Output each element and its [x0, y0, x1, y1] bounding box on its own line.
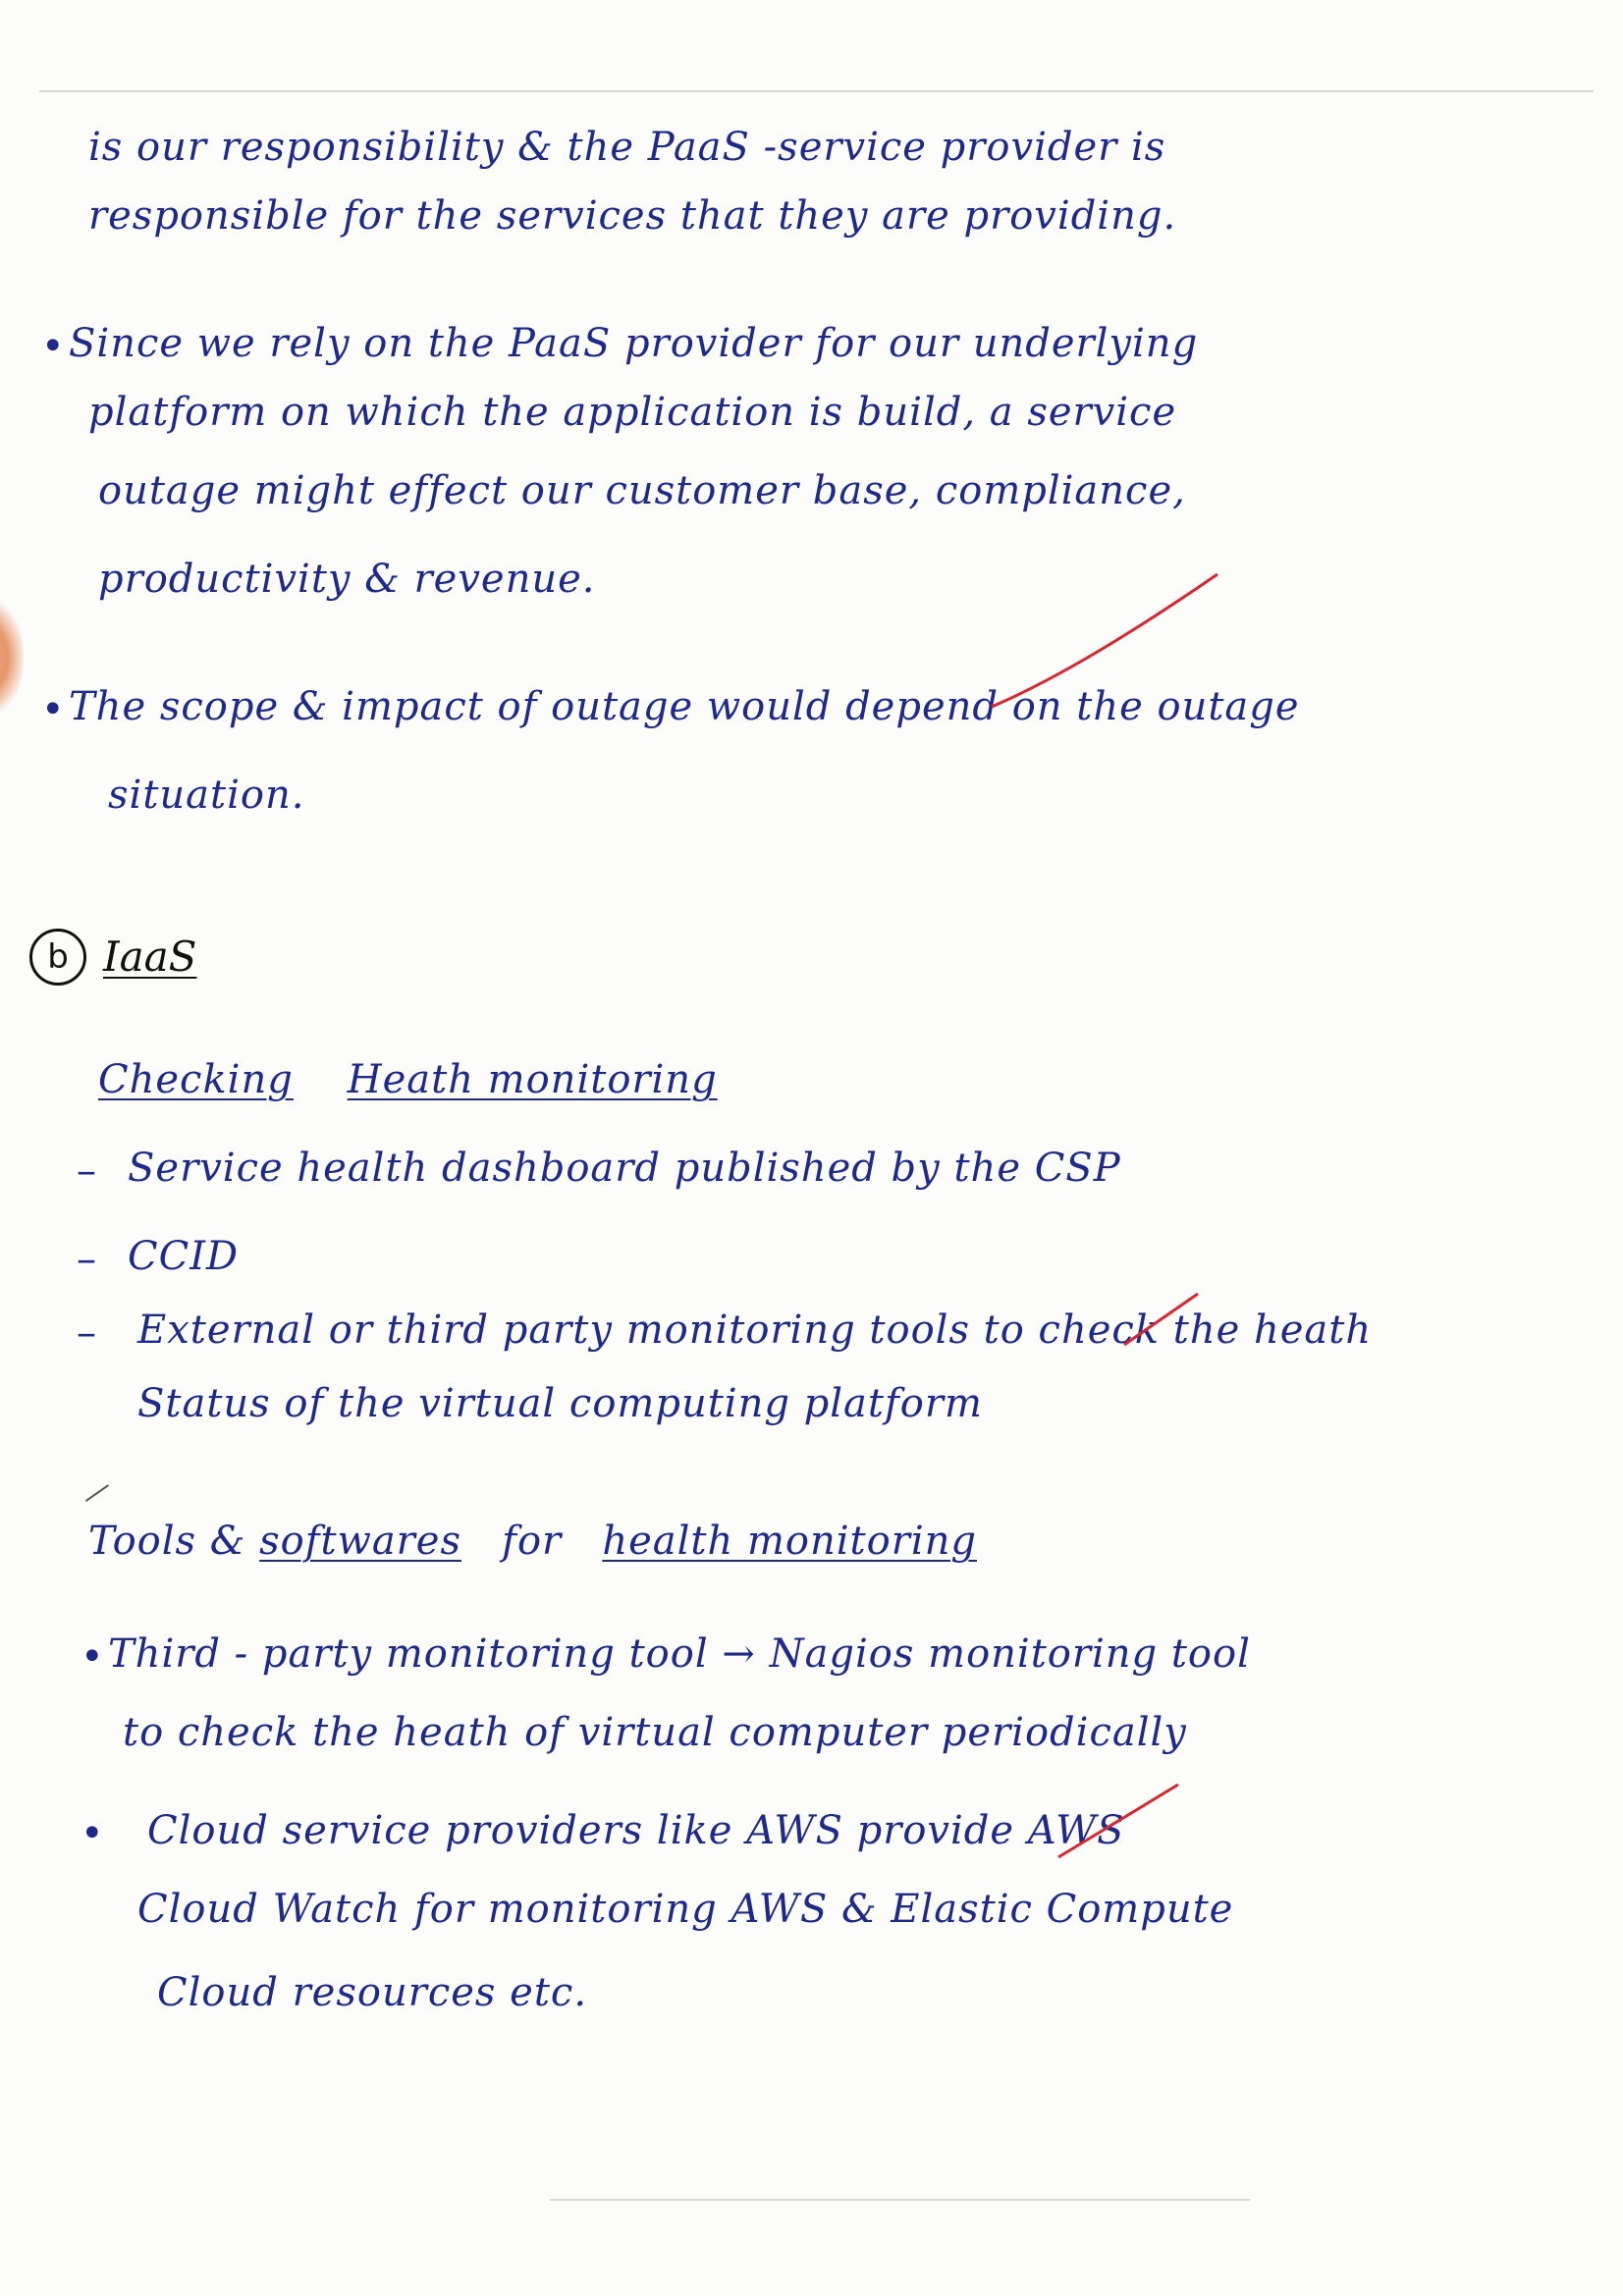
bullet1-line2: platform on which the application is bui… — [88, 390, 1177, 435]
page-top-edge — [39, 90, 1594, 92]
bullet-dot: • — [41, 687, 65, 732]
dash-item-1: Service health dashboard published by th… — [128, 1146, 1121, 1191]
margin-tick — [84, 1484, 110, 1502]
dash-item-2: CCID — [128, 1234, 240, 1279]
para1-line1: is our responsibility & the PaaS -servic… — [88, 125, 1166, 170]
tool-bullet-2-line3: Cloud resources etc. — [157, 1970, 588, 2015]
bullet1-line3: outage might effect our customer base, c… — [98, 468, 1186, 513]
subheading: Checking Heath monitoring — [98, 1060, 718, 1099]
tool-bullet-2-line2: Cloud Watch for monitoring AWS & Elastic… — [137, 1887, 1234, 1932]
subheading-health: Heath monitoring — [347, 1057, 718, 1102]
dash-glyph: – — [77, 1310, 96, 1356]
bullet-dot: • — [41, 324, 65, 369]
tool-bullet-2-line1: Cloud service providers like AWS provide… — [147, 1808, 1125, 1853]
dash-glyph: – — [77, 1237, 96, 1282]
tools-heading: Tools & softwares for health monitoring — [88, 1522, 977, 1561]
dash-glyph: – — [77, 1148, 96, 1194]
dash-item-4: Status of the virtual computing platform — [137, 1381, 983, 1426]
dash-item-3: External or third party monitoring tools… — [137, 1308, 1373, 1353]
page-bottom-edge — [550, 2199, 1250, 2201]
section-marker: b — [29, 929, 86, 986]
bullet-dot: • — [81, 1811, 104, 1856]
para1-line2: responsible for the services that they a… — [88, 193, 1177, 239]
bullet-dot: • — [81, 1634, 104, 1680]
tool-bullet-1-line2: to check the heath of virtual computer p… — [123, 1710, 1187, 1755]
bullet2-line1: The scope & impact of outage would depen… — [69, 684, 1300, 729]
bullet1-line1: Since we rely on the PaaS provider for o… — [69, 321, 1199, 366]
section-title: IaaS — [103, 933, 197, 981]
tool-bullet-1-line1: Third - party monitoring tool → Nagios m… — [108, 1631, 1251, 1677]
tools-heading-for: for — [502, 1519, 563, 1564]
thumb-shadow — [0, 599, 24, 717]
tools-heading-part1: Tools & — [88, 1519, 246, 1564]
bullet2-line2: situation. — [108, 773, 305, 818]
bullet1-line4: productivity & revenue. — [98, 557, 596, 602]
subheading-checking: Checking — [98, 1057, 294, 1102]
tools-heading-health: health monitoring — [602, 1519, 977, 1564]
tools-heading-softwares: softwares — [259, 1519, 462, 1564]
